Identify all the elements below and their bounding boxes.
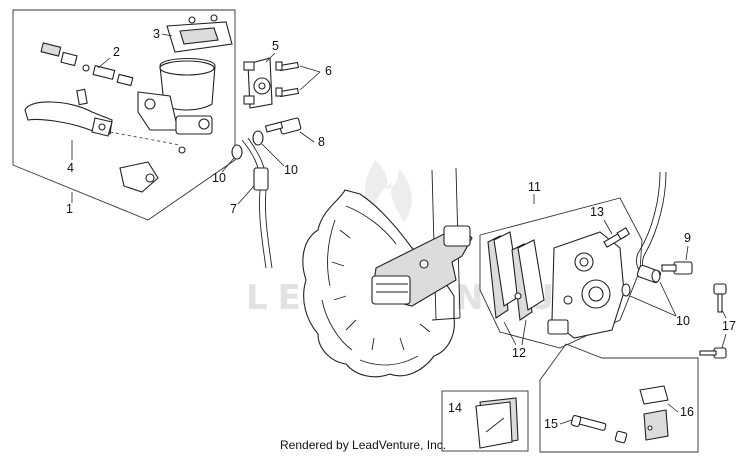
leader-8: [299, 131, 315, 143]
callout-8: 8: [318, 135, 325, 149]
callout-6: 6: [325, 64, 332, 78]
banjo-bolt[interactable]: [264, 117, 302, 135]
callout-7: 7: [230, 202, 237, 216]
leader-16: [559, 419, 573, 425]
group-outline-1: [12, 9, 236, 221]
leader-10-mid: [261, 143, 285, 167]
caliper-bracket[interactable]: [371, 225, 473, 307]
callout-10-left: 10: [212, 171, 226, 185]
leader-12: [503, 319, 527, 346]
bleeder-valve[interactable]: [603, 227, 631, 248]
leader-5: [265, 52, 276, 63]
lever-clamp[interactable]: [119, 161, 159, 193]
callout-1: 1: [66, 202, 73, 216]
pad-kit-package[interactable]: [475, 397, 519, 449]
pad-pin-kit[interactable]: [570, 415, 628, 444]
rendered-by-footer: Rendered by LeadVenture, Inc.: [280, 438, 447, 452]
leader-10-right: [629, 281, 677, 317]
leader-7: [237, 185, 255, 205]
callout-14: 14: [448, 401, 462, 415]
reservoir-cap[interactable]: [166, 14, 233, 53]
callout-12: 12: [512, 346, 526, 360]
group-outline-11: [479, 197, 643, 349]
leader-13: [603, 219, 613, 235]
group-outline-14: [441, 390, 529, 452]
clamp-bolts[interactable]: [275, 61, 300, 98]
callout-17: 17: [722, 319, 736, 333]
callout-4: 4: [67, 161, 74, 175]
brake-lever[interactable]: [24, 88, 113, 137]
caliper-body[interactable]: [547, 231, 625, 339]
pad-spring-kit[interactable]: [639, 385, 669, 441]
piston-kit[interactable]: [40, 42, 134, 87]
callout-15: 16: [680, 405, 694, 419]
leader-15: [667, 403, 679, 413]
leader-10-left: [221, 157, 235, 173]
leader-3: [161, 33, 173, 37]
watermark-logo: [364, 160, 412, 222]
callout-9: 9: [684, 231, 691, 245]
leader-6: [299, 65, 321, 91]
callout-16: 15: [544, 417, 558, 431]
leader-2: [97, 57, 111, 69]
caliper-banjo-bolt[interactable]: [621, 261, 693, 297]
callout-10-mid: 10: [284, 163, 298, 177]
callout-2: 2: [113, 45, 120, 59]
callout-5: 5: [272, 39, 279, 53]
callout-3: 3: [153, 27, 160, 41]
copper-washers-upper[interactable]: [231, 130, 264, 160]
brake-hose[interactable]: [241, 137, 273, 269]
callout-10-right: 10: [676, 314, 690, 328]
handlebar-clamp[interactable]: [243, 57, 273, 109]
small-bushing: [178, 146, 186, 154]
leader-17: [721, 309, 727, 349]
callout-13: 13: [590, 205, 604, 219]
master-cylinder-body[interactable]: [109, 58, 216, 146]
leader-9: [685, 245, 689, 261]
caliper-mount-bolts[interactable]: [699, 283, 727, 359]
group-outline-15: [539, 343, 699, 453]
brake-pads[interactable]: [487, 231, 545, 321]
callout-11: 11: [528, 180, 541, 194]
